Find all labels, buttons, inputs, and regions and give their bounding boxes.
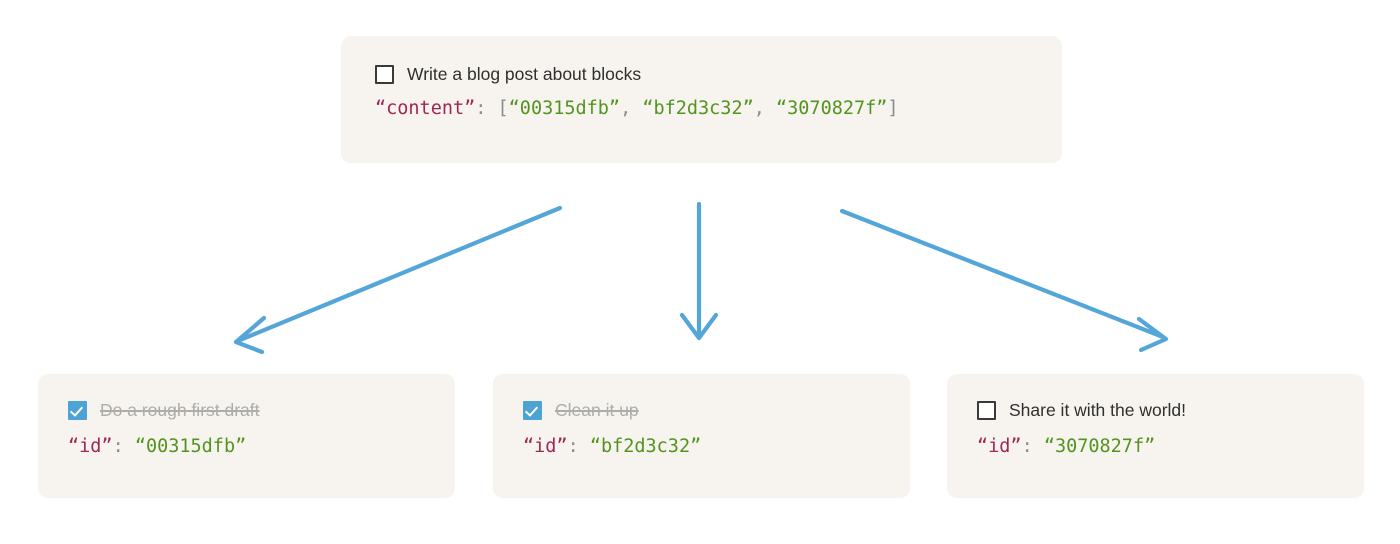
child-todo-row[interactable]: Do a rough first draft	[68, 398, 455, 422]
json-close-bracket: ]	[887, 98, 899, 119]
child-json-line: “id”: “00315dfb”	[68, 435, 455, 459]
child-todo-row[interactable]: Share it with the world!	[977, 398, 1364, 422]
json-value-0: “00315dfb”	[508, 98, 621, 119]
child-todo-label: Do a rough first draft	[100, 399, 260, 420]
json-open-bracket: [	[486, 98, 509, 119]
parent-todo-label: Write a blog post about blocks	[407, 63, 642, 84]
checkbox-empty-icon[interactable]	[375, 64, 394, 84]
child-json-line: “id”: “3070827f”	[977, 435, 1364, 459]
json-value: “bf2d3c32”	[589, 436, 702, 457]
child-block-card[interactable]: Do a rough first draft “id”: “00315dfb”	[38, 374, 455, 498]
checkbox-empty-icon[interactable]	[977, 400, 996, 420]
json-key: “content”	[375, 98, 476, 119]
json-value-2: “3070827f”	[776, 98, 888, 119]
child-todo-label: Clean it up	[555, 399, 639, 420]
json-key: “id”	[977, 436, 1022, 457]
json-space	[579, 436, 590, 457]
child-block-card[interactable]: Share it with the world! “id”: “3070827f…	[947, 374, 1364, 498]
json-space	[1033, 436, 1044, 457]
parent-block-card[interactable]: Write a blog post about blocks “content”…	[341, 36, 1062, 163]
arrow-to-third-child	[839, 208, 1169, 353]
parent-json-line: “content”: [“00315dfb”, “bf2d3c32”, “307…	[375, 97, 1062, 121]
json-colon: :	[567, 436, 579, 457]
child-block-card[interactable]: Clean it up “id”: “bf2d3c32”	[493, 374, 910, 498]
parent-todo-row[interactable]: Write a blog post about blocks	[375, 62, 1062, 86]
json-separator-1: ,	[753, 98, 777, 119]
child-todo-label: Share it with the world!	[1009, 399, 1187, 420]
json-colon: :	[1021, 436, 1033, 457]
arrow-to-first-child	[233, 205, 563, 355]
json-key: “id”	[68, 436, 113, 457]
checkbox-checked-icon[interactable]	[523, 400, 542, 420]
json-key: “id”	[523, 436, 568, 457]
arrow-to-second-child	[679, 201, 719, 341]
json-colon: :	[475, 98, 487, 119]
json-value-1: “bf2d3c32”	[642, 98, 754, 119]
child-json-line: “id”: “bf2d3c32”	[523, 435, 910, 459]
json-colon: :	[112, 436, 124, 457]
json-value: “00315dfb”	[134, 436, 247, 457]
json-separator-0: ,	[620, 98, 643, 119]
json-value: “3070827f”	[1043, 436, 1156, 457]
checkbox-checked-icon[interactable]	[68, 400, 87, 420]
child-todo-row[interactable]: Clean it up	[523, 398, 910, 422]
json-space	[124, 436, 135, 457]
